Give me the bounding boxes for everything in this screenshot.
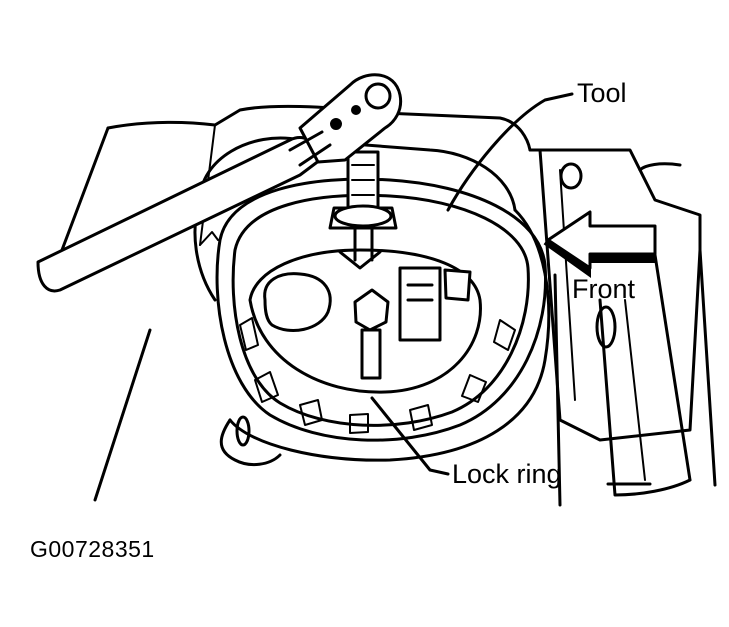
lock-ring-label: Lock ring [452, 459, 562, 489]
front-arrow [543, 210, 657, 278]
lock-ring-leader [370, 396, 450, 476]
lock-ring [239, 248, 516, 434]
leader-lines [370, 92, 652, 486]
tank-outline [60, 104, 717, 507]
pump-components [263, 250, 472, 380]
tool-label: Tool [577, 78, 627, 108]
tool-leader [446, 92, 574, 212]
figure-code: G00728351 [30, 536, 155, 562]
center-bolt [328, 150, 398, 262]
front-label: Front [572, 274, 636, 304]
wrench [36, 73, 403, 293]
